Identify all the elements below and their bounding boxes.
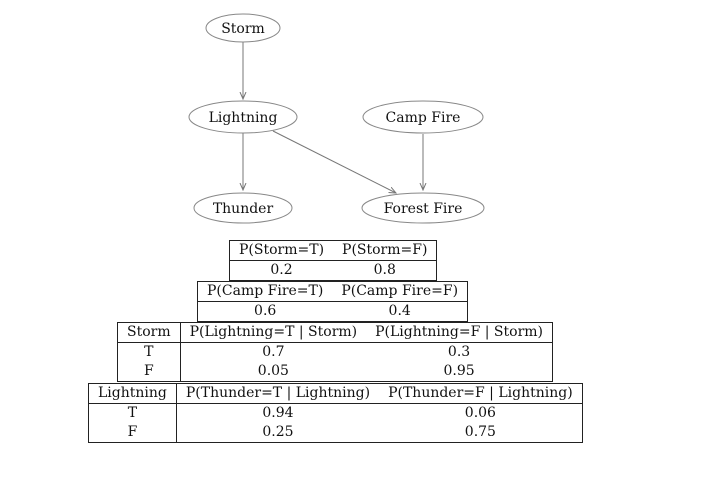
table-row: F 0.05 0.95	[117, 362, 553, 382]
cpt-lightning-parent-value: F	[117, 362, 181, 382]
cpt-lightning-prob-false: 0.95	[443, 363, 475, 379]
cpt-storm: P(Storm=T) P(Storm=F) 0.2 0.8	[229, 240, 438, 281]
cpt-thunder: Lightning P(Thunder=T | Lightning) P(Thu…	[88, 383, 583, 443]
table-row: 0.6 0.4	[198, 302, 468, 322]
node-forestfire-label: Forest Fire	[384, 201, 463, 217]
bayesian-network-graph: Storm Lightning Camp Fire Thunder Forest…	[188, 13, 485, 224]
cpt-lightning-prob-true: 0.05	[257, 363, 289, 379]
cpt-thunder-prob-true: 0.25	[262, 424, 294, 440]
cpt-campfire-header-true: P(Camp Fire=T)	[197, 281, 333, 302]
cpt-campfire-header-false: P(Camp Fire=F)	[332, 281, 468, 302]
node-storm-label: Storm	[221, 21, 265, 37]
cpt-thunder-prob-false: 0.06	[464, 405, 496, 421]
node-forestfire: Forest Fire	[361, 192, 485, 224]
cpt-lightning-prob-true: 0.7	[262, 344, 285, 360]
cpt-storm-value-false: 0.8	[373, 262, 396, 278]
node-campfire-label: Camp Fire	[386, 110, 461, 126]
cpt-lightning: Storm P(Lightning=T | Storm) P(Lightning…	[117, 322, 553, 382]
cpt-lightning-header-parent: Storm	[117, 322, 181, 343]
cpt-lightning-parent-value: T	[117, 342, 181, 362]
node-lightning: Lightning	[188, 100, 298, 134]
cpt-thunder-header-true: P(Thunder=T | Lightning)	[176, 383, 380, 404]
node-thunder-label: Thunder	[213, 201, 274, 217]
cpt-campfire-value-false: 0.4	[388, 303, 411, 319]
table-row: T 0.94 0.06	[88, 403, 583, 423]
cpt-thunder-header-parent: Lightning	[88, 383, 177, 404]
cpt-lightning-header-true: P(Lightning=T | Storm)	[180, 322, 367, 343]
cpt-thunder-prob-true: 0.94	[262, 405, 294, 421]
table-row: 0.2 0.8	[230, 261, 437, 281]
cpt-storm-header-true: P(Storm=T)	[229, 240, 334, 261]
cpt-thunder-prob-false: 0.75	[464, 424, 496, 440]
node-thunder: Thunder	[193, 192, 293, 224]
node-lightning-label: Lightning	[209, 110, 278, 126]
node-storm: Storm	[205, 13, 281, 43]
cpt-lightning-prob-false: 0.3	[447, 344, 471, 360]
cpt-thunder-parent-value: F	[88, 423, 177, 443]
cpt-campfire: P(Camp Fire=T) P(Camp Fire=F) 0.6 0.4	[197, 281, 469, 322]
cpt-storm-value-true: 0.2	[270, 262, 293, 278]
cpt-thunder-header-false: P(Thunder=F | Lightning)	[379, 383, 583, 404]
node-campfire: Camp Fire	[362, 100, 484, 134]
cpt-storm-header-false: P(Storm=F)	[333, 240, 437, 261]
edge-lightning-forestfire	[272, 130, 396, 193]
cpt-campfire-value-true: 0.6	[254, 303, 277, 319]
table-row: F 0.25 0.75	[88, 423, 583, 443]
cpt-thunder-parent-value: T	[88, 403, 177, 423]
cpt-lightning-header-false: P(Lightning=F | Storm)	[366, 322, 553, 343]
table-row: T 0.7 0.3	[117, 342, 553, 362]
